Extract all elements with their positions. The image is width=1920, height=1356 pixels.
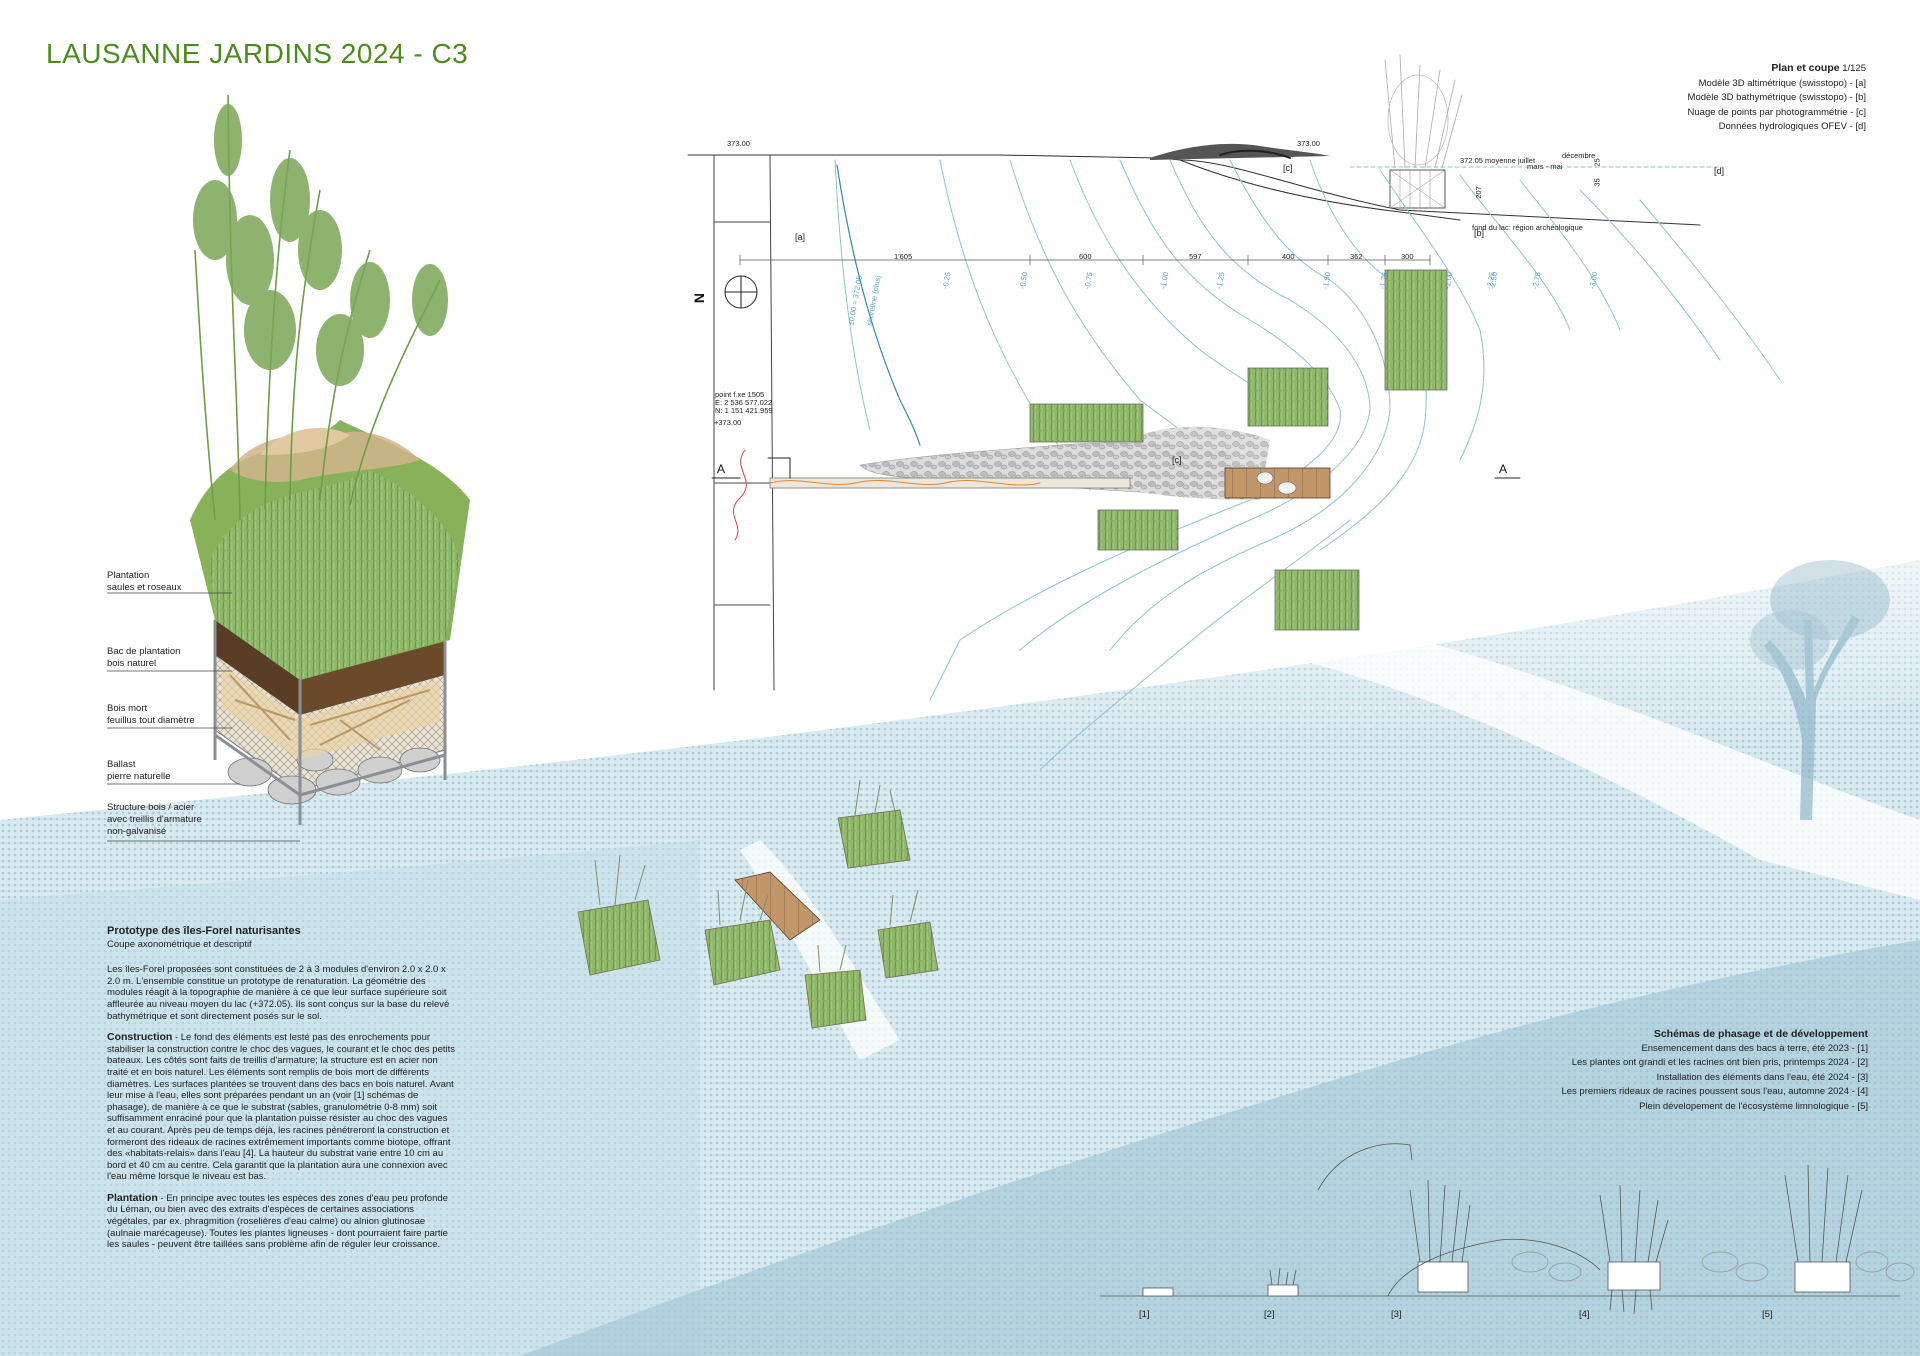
phasing-schemes bbox=[1100, 1143, 1915, 1315]
dimension-label: 600 bbox=[1079, 252, 1092, 261]
phasing-legend: Schémas de phasage et de développement E… bbox=[1561, 1027, 1868, 1114]
phase-label-2: [2] bbox=[1264, 1309, 1275, 1320]
elevation-label: 373.00 bbox=[1297, 139, 1320, 148]
page-title: LAUSANNE JARDINS 2024 - C3 bbox=[46, 38, 469, 69]
lake-bottom-label: fond du lac: région archéologique bbox=[1472, 223, 1583, 232]
axonometric-module bbox=[107, 94, 470, 842]
range-label: 35 bbox=[1592, 178, 1602, 187]
survey-point-e: E: 2 536 577.022 bbox=[715, 398, 773, 407]
dimension-label: 300 bbox=[1401, 252, 1414, 261]
description-intro: Les îles-Forel proposées sont constituée… bbox=[107, 964, 450, 1022]
callout-structure: Structure bois / acier avec treillis d'a… bbox=[107, 802, 202, 838]
mean-july-level: 372.05 moyenne juillet bbox=[1460, 156, 1536, 165]
description-construction: Construction - Le fond des éléments est … bbox=[107, 1031, 457, 1183]
construction-title: Construction bbox=[107, 1031, 173, 1044]
phasing-item: Ensemencement dans des bacs à terre, été… bbox=[1641, 1042, 1868, 1054]
callout-line-2: bois naturel bbox=[107, 658, 157, 669]
tree-silhouette bbox=[1750, 560, 1890, 820]
callout-line-2: avec treillis d'armature bbox=[107, 814, 202, 825]
phase-label-4: [4] bbox=[1579, 1309, 1590, 1320]
callout-plantation: Plantation saules et roseaux bbox=[107, 570, 181, 594]
callout-line-2: saules et roseaux bbox=[107, 582, 182, 593]
description-block: Prototype des îles-Forel naturisantes Co… bbox=[107, 925, 457, 1261]
dimension-label: 400 bbox=[1282, 252, 1295, 261]
description-subheading: Coupe axonométrique et descriptif bbox=[107, 938, 252, 950]
phasing-item: Les premiers rideaux de racines poussent… bbox=[1561, 1086, 1868, 1097]
plantation-title: Plantation bbox=[107, 1191, 158, 1204]
label-c-plan: [c] bbox=[1172, 455, 1182, 465]
phase-label-3: [3] bbox=[1391, 1309, 1402, 1320]
range-label: 25 bbox=[1592, 158, 1602, 167]
label-a: [a] bbox=[795, 232, 806, 242]
label-d: [d] bbox=[1714, 166, 1725, 176]
plan-legend: Plan et coupe 1/125 Modèle 3D altimétriq… bbox=[1688, 61, 1866, 135]
dimension-label: 362 bbox=[1350, 252, 1363, 261]
phasing-item: Plein dévelopement de l'écosystème limno… bbox=[1639, 1100, 1868, 1112]
point-elevation: +373.00 bbox=[714, 418, 742, 427]
construction-text: - Le fond des éléments est lesté pas des… bbox=[107, 1032, 455, 1183]
description-plantation: Plantation - En principe avec toutes les… bbox=[107, 1191, 457, 1251]
elevation-label: 373.00 bbox=[727, 139, 750, 148]
plan-legend-item: Nuage de points par photogrammétrie - [c… bbox=[1687, 106, 1866, 118]
plan-legend-heading: Plan et coupe bbox=[1771, 62, 1840, 74]
plantation-text: - En principe avec toutes les espèces de… bbox=[107, 1192, 448, 1251]
plan-legend-item: Modèle 3D bathymétrique (swisstopo) - [b… bbox=[1687, 92, 1866, 103]
plan-legend-item: Données hydrologiques OFEV - [d] bbox=[1718, 121, 1866, 132]
callout-line-3: non-galvanisé bbox=[107, 826, 167, 837]
description-heading: Prototype des îles-Forel naturisantes bbox=[107, 925, 301, 937]
section-mark-a-right: A bbox=[1499, 462, 1508, 476]
callout-line-2: pierre naturelle bbox=[107, 771, 171, 782]
north-label: N bbox=[691, 292, 708, 304]
callout-line-2: feuillus tout diamètre bbox=[107, 715, 195, 726]
callout-dead-wood: Bois mort feuillus tout diamètre bbox=[107, 703, 195, 727]
label-c-section: [c] bbox=[1283, 163, 1293, 173]
phasing-item: Les plantes ont grandi et les racines on… bbox=[1571, 1057, 1868, 1068]
floating-islands-aerial bbox=[577, 779, 939, 1029]
water-background bbox=[0, 560, 1920, 1356]
plan-legend-item: Modèle 3D altimétrique (swisstopo) - [a] bbox=[1698, 77, 1866, 89]
phasing-heading: Schémas de phasage et de développement bbox=[1653, 1028, 1868, 1040]
survey-point-id: point f.xe 1505 bbox=[715, 390, 765, 399]
callout-line-1: Bois mort bbox=[107, 703, 148, 714]
depth-label: 207 bbox=[1473, 186, 1483, 199]
callout-line-1: Ballast bbox=[107, 759, 136, 770]
dimension-label: 597 bbox=[1189, 252, 1202, 261]
phasing-item: Installation des éléments dans l'eau, ét… bbox=[1656, 1071, 1868, 1083]
march-may-level: mars - mai bbox=[1527, 162, 1563, 171]
callout-line-1: Bac de plantation bbox=[107, 646, 181, 657]
callout-line-1: Structure bois / acier bbox=[107, 802, 195, 813]
section-mark-a-left: A bbox=[717, 462, 726, 476]
callout-planting-box: Bac de plantation bois naturel bbox=[107, 646, 180, 670]
plan-legend-scale: 1/125 bbox=[1842, 63, 1866, 74]
dimension-label: 1'605 bbox=[894, 252, 913, 261]
callout-line-1: Plantation bbox=[107, 570, 150, 581]
survey-point-n: N: 1 151 421.959 bbox=[715, 406, 773, 415]
callout-ballast: Ballast pierre naturelle bbox=[107, 759, 170, 783]
survey-point: point f.xe 1505 E: 2 536 577.022 N: 1 15… bbox=[715, 391, 773, 415]
phase-label-1: [1] bbox=[1139, 1309, 1150, 1320]
december-level: décembre bbox=[1562, 151, 1596, 160]
phase-label-5: [5] bbox=[1762, 1309, 1773, 1320]
label-b: [b] bbox=[1474, 228, 1485, 238]
plan-section-drawing bbox=[687, 54, 1781, 771]
